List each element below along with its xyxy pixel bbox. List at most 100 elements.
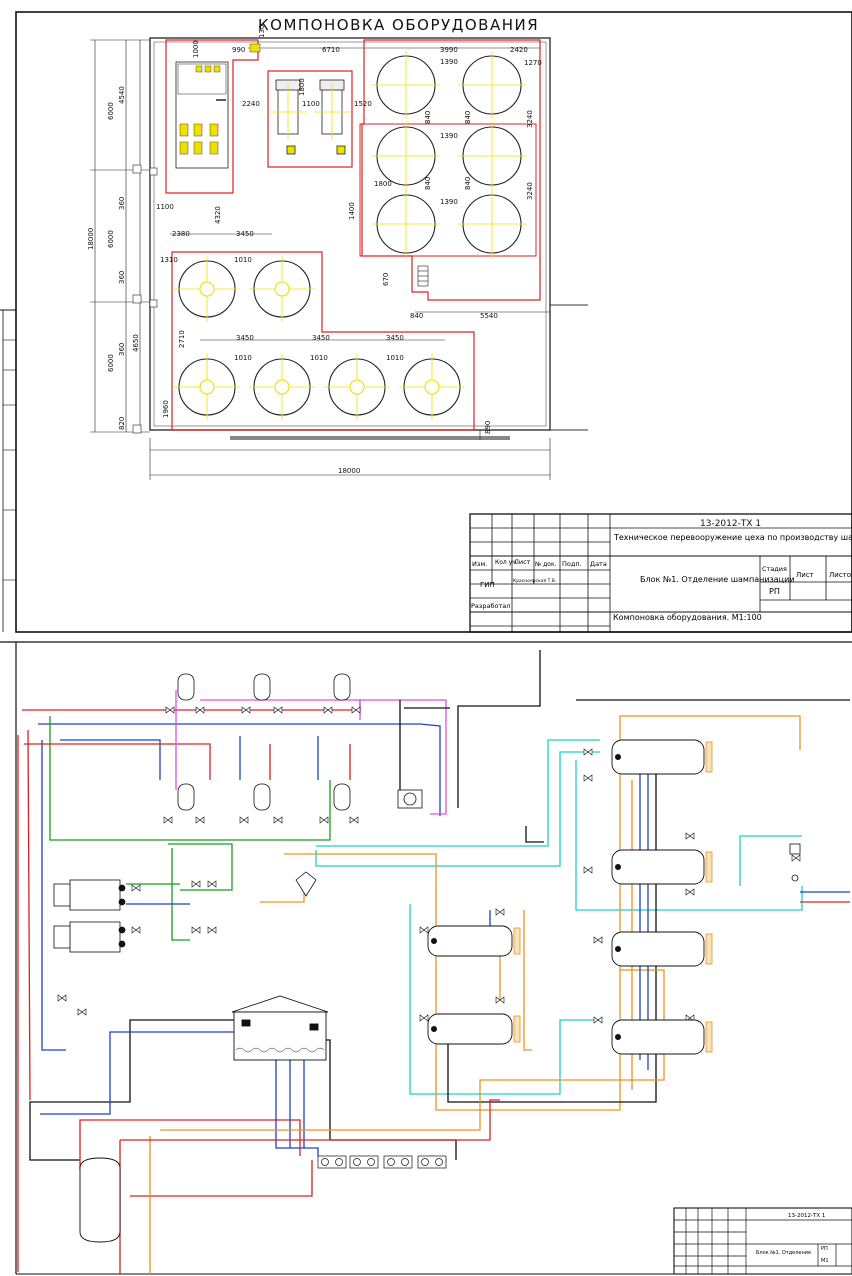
dim-6710: 6710 — [322, 46, 340, 54]
pipe-red — [22, 700, 361, 711]
acratophore-vessels — [427, 739, 713, 1055]
acratophore-tank — [249, 354, 315, 420]
stamp-drawing-name: Компоновка оборудования. М1:100 — [613, 613, 762, 622]
title-block: 13-2012-ТХ 1 Техническое перевооружение … — [469, 513, 852, 633]
dim-1100-a: 1100 — [156, 203, 174, 211]
heater-vessel — [295, 789, 423, 897]
pipe-black — [457, 650, 541, 808]
pipe-orange — [523, 910, 532, 1051]
stamp-h-data: Дата — [590, 560, 607, 568]
pipe-black — [525, 826, 544, 843]
dim-1010-a: 1010 — [234, 256, 252, 264]
dim-1400: 1400 — [348, 202, 356, 220]
dim-1270: 1270 — [524, 59, 542, 67]
dim-360-b: 360 — [118, 271, 126, 284]
pipe-red — [120, 1099, 500, 1141]
stamp-code: 13-2012-ТХ 1 — [700, 519, 761, 529]
pipe-cyan — [739, 835, 802, 886]
pipe-green — [49, 716, 331, 841]
pipe-black — [447, 746, 657, 1103]
dimension-labels: 990 130 6710 3990 2420 1270 18000 6000 6… — [87, 25, 542, 475]
acratophore-tank — [399, 354, 465, 420]
dim-4650: 4650 — [132, 334, 140, 352]
dim-4320: 4320 — [214, 206, 222, 224]
stamp-h-izm: Изм. — [472, 560, 487, 568]
dim-1310: 1310 — [160, 256, 178, 264]
dim-360-c: 360 — [118, 343, 126, 356]
pipe-orange — [284, 715, 801, 1111]
stamp-project: Техническое перевооружение цеха по произ… — [613, 533, 852, 542]
filter-unit — [789, 843, 801, 882]
dimension-lines — [90, 39, 551, 480]
dim-1390-c: 1390 — [440, 198, 458, 206]
dim-1390-a: 1390 — [440, 58, 458, 66]
fermentation-tank — [458, 190, 526, 258]
fermentation-tank — [458, 122, 526, 190]
dim-820: 820 — [118, 417, 126, 430]
dim-2380: 2380 — [172, 230, 190, 238]
horizontal-acratophore — [611, 931, 713, 967]
stamp-h-doc: № док. — [535, 561, 557, 568]
mini-stamp-list: М1 — [821, 1258, 829, 1264]
dim-6000-a: 6000 — [107, 102, 115, 120]
pipe-cyan — [316, 739, 600, 847]
pipe-cyan — [315, 751, 600, 867]
title-block-mini: 13-2012-ТХ 1 Блок №1. Отделение РП М1 — [673, 1207, 852, 1275]
dim-1000: 1000 — [192, 40, 200, 58]
pipe-green — [168, 843, 233, 891]
dim-3450-a: 3450 — [236, 230, 254, 238]
pipe-green — [171, 848, 190, 941]
sheet-frame — [0, 11, 852, 633]
dim-670: 670 — [382, 273, 390, 286]
equipment-layout-sheet: КОМПОНОВКА ОБОРУДОВАНИЯ — [0, 11, 852, 633]
pipe-red — [79, 1119, 301, 1170]
tank-circles — [174, 51, 526, 420]
pipe-black — [29, 1019, 234, 1161]
stamp-block: Блок №1. Отделение шампанизации — [640, 575, 795, 584]
dim-1390-b: 1390 — [440, 132, 458, 140]
dim-18000-bottom: 18000 — [338, 467, 360, 475]
dim-18000-left: 18000 — [87, 228, 95, 250]
cooling-tank — [231, 995, 329, 1061]
dim-5540: 5540 — [480, 312, 498, 320]
acratophore-tank — [249, 256, 315, 322]
horizontal-acratophore — [427, 1013, 521, 1045]
dim-130: 130 — [258, 25, 266, 38]
mini-stamp-block: Блок №1. Отделение — [756, 1250, 811, 1256]
pipelines — [17, 650, 850, 1274]
horizontal-acratophore — [427, 925, 521, 957]
dim-3240-a: 3240 — [526, 110, 534, 128]
dim-1800-b: 1800 — [374, 180, 392, 188]
mini-stamp-code: 13-2012-ТХ 1 — [788, 1213, 825, 1219]
dim-360-a: 360 — [118, 197, 126, 210]
stamp-stage: РП — [769, 587, 780, 596]
dim-1010-c: 1010 — [310, 354, 328, 362]
sheet-title: КОМПОНОВКА ОБОРУДОВАНИЯ — [258, 16, 539, 34]
pipe-red — [27, 729, 31, 1101]
stamp-list-h: Лист — [796, 571, 814, 579]
pipe-cyan — [409, 904, 600, 1095]
pipe-orange — [260, 886, 305, 903]
fermentation-tank — [458, 51, 526, 119]
dim-890: 890 — [484, 421, 492, 434]
stamp-gip-name: Красноярская Т.В. — [513, 578, 556, 584]
fermentation-tank — [372, 190, 440, 258]
dim-1960: 1960 — [162, 400, 170, 418]
dim-3450-b: 3450 — [236, 334, 254, 342]
pipe-blue — [40, 1031, 236, 1115]
dim-1800-a: 1800 — [298, 78, 306, 96]
dim-840-d: 840 — [464, 177, 472, 190]
dim-840-a: 840 — [424, 111, 432, 124]
dim-3450-d: 3450 — [386, 334, 404, 342]
stamp-h-kol: Кол уч. — [495, 559, 518, 566]
buffer-tank — [79, 1157, 121, 1243]
dim-6000-b: 6000 — [107, 230, 115, 248]
dim-4540: 4540 — [118, 86, 126, 104]
dim-2240: 2240 — [242, 100, 260, 108]
dim-990: 990 — [232, 46, 245, 54]
stamp-lists-h: Листов — [829, 571, 852, 579]
stamp-h-podp: Подп. — [562, 560, 582, 568]
dim-3450-c: 3450 — [312, 334, 330, 342]
pipe-blue — [60, 739, 161, 780]
dim-1100-b: 1100 — [302, 100, 320, 108]
